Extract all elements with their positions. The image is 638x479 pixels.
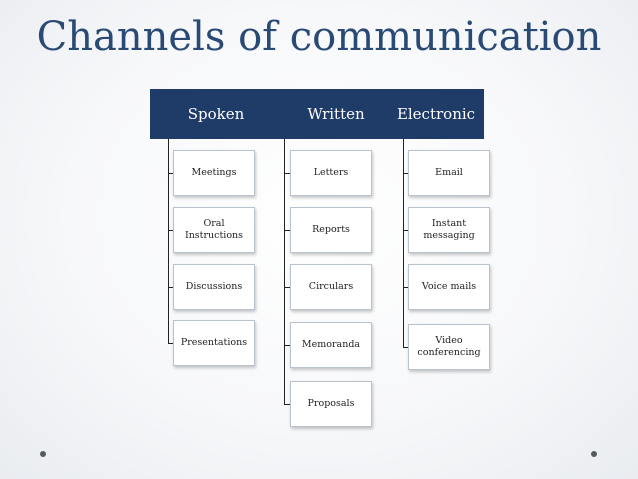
connector-spoken-4 (168, 343, 174, 344)
node-meetings: Meetings (173, 150, 255, 196)
node-video-conferencing: Video conferencing (408, 324, 490, 370)
connector-written-1 (284, 173, 291, 174)
node-memoranda: Memoranda (290, 322, 372, 368)
slide-decoration-dot-right (591, 451, 597, 457)
connector-spoken-2 (168, 230, 174, 231)
node-letters: Letters (290, 150, 372, 196)
connector-electronic-4 (403, 347, 409, 348)
connector-written-3 (284, 287, 291, 288)
connector-electronic-trunk (403, 139, 404, 347)
header-spoken: Spoken (150, 89, 282, 139)
node-instant-messaging: Instant messaging (408, 207, 490, 253)
connector-written-trunk (284, 139, 285, 404)
connector-written-5 (284, 404, 291, 405)
connector-electronic-3 (403, 287, 409, 288)
node-discussions: Discussions (173, 264, 255, 310)
connector-electronic-1 (403, 173, 409, 174)
node-voice-mails: Voice mails (408, 264, 490, 310)
node-email: Email (408, 150, 490, 196)
node-oral-instructions: Oral Instructions (173, 207, 255, 253)
header-written: Written (270, 89, 402, 139)
connector-written-4 (284, 345, 291, 346)
connector-electronic-2 (403, 230, 409, 231)
header-electronic: Electronic (388, 89, 484, 139)
connector-spoken-3 (168, 287, 174, 288)
connector-spoken-trunk (168, 139, 169, 343)
node-circulars: Circulars (290, 264, 372, 310)
slide-title: Channels of communication (36, 14, 602, 60)
connector-spoken-1 (168, 173, 174, 174)
node-reports: Reports (290, 207, 372, 253)
node-presentations: Presentations (173, 320, 255, 366)
slide-decoration-dot-left (40, 451, 46, 457)
node-proposals: Proposals (290, 381, 372, 427)
connector-written-2 (284, 230, 291, 231)
